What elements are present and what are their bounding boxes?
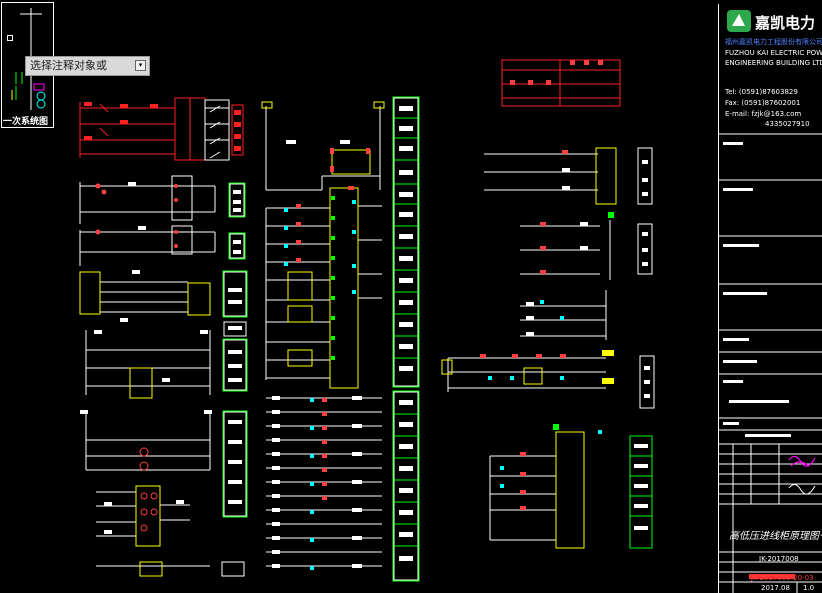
- tooltip-text: 选择注释对象或: [30, 59, 107, 72]
- company-english-1: FUZHOU KAI ELECTRIC POWER: [725, 49, 822, 57]
- company-logo: [727, 10, 751, 32]
- dropdown-arrow-icon[interactable]: ▾: [135, 60, 146, 71]
- command-prompt-tooltip[interactable]: 选择注释对象或 ▾: [25, 56, 150, 76]
- title-block: 嘉凯电力 福州嘉凯电力工程股份有限公司 FUZHOU KAI ELECTRIC …: [718, 4, 822, 593]
- company-tel: Tel: (0591)87603829: [725, 88, 798, 96]
- company-subtitle: 福州嘉凯电力工程股份有限公司: [725, 38, 822, 46]
- title-block-frame: [719, 10, 822, 593]
- pick-box-cursor: [7, 35, 13, 41]
- red-switch-block: [79, 97, 244, 161]
- company-qq: 4335027910: [765, 120, 810, 128]
- handwritten-signature: [788, 484, 816, 495]
- signature-stamp: [788, 455, 816, 467]
- company-name: 嘉凯电力: [755, 14, 816, 32]
- company-email: E-mail: fzjk@163.com: [725, 110, 802, 118]
- drawing-number: JK-2017008: [759, 555, 799, 563]
- drawing-number-secondary: JK-2017008-20-03: [751, 574, 814, 582]
- company-fax: Fax: (0591)87602001: [725, 99, 801, 107]
- drawing-date: 2017.08: [761, 584, 790, 592]
- panel-label: 一次系统图: [3, 117, 49, 127]
- drawing-title: 高低压进线柜原理图一: [729, 531, 822, 542]
- company-english-2: ENGINEERING BUILDING LTD.: [725, 59, 822, 67]
- drawing-version: 1.0: [803, 584, 815, 592]
